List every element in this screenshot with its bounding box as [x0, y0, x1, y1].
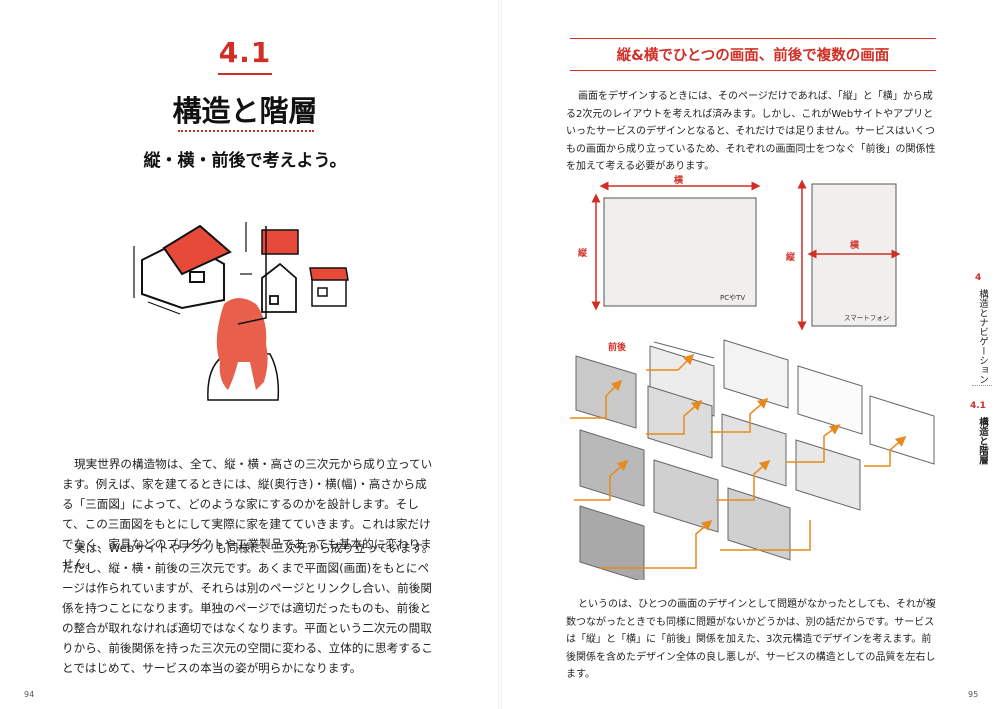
small-house-side-image: [309, 267, 349, 307]
pc-screen-frame: [603, 197, 757, 307]
heading-top-rule: [570, 38, 936, 39]
person-image: [207, 298, 280, 401]
roof-top-view-image: [261, 229, 299, 255]
screen-stack-grid: [575, 339, 935, 580]
tab-section-title: 構造と階層: [977, 417, 988, 465]
heading-bottom-rule: [570, 70, 936, 71]
page-number-right: 95: [968, 690, 979, 699]
tab-chapter-number: 4: [975, 273, 982, 283]
house-illustration: [133, 222, 349, 401]
small-house-front-image: [261, 262, 297, 313]
chapter-title: 構造と階層: [172, 94, 318, 128]
label-pc-tv: PCやTV: [720, 294, 745, 302]
chapter-side-tab: 4 構造とナビゲーション 4.1 構造と階層: [966, 265, 996, 465]
page-number-left: 94: [24, 690, 35, 699]
left-paragraph-1: 現実世界の構造物は、全て、縦・横・高さの三次元から成り立っています。例えば、家を…: [62, 457, 433, 571]
tab-section-number: 4.1: [970, 401, 986, 411]
title-dotted-rule: [178, 130, 314, 132]
phone-screen-frame: [811, 183, 897, 327]
label-horizontal: 横: [674, 174, 684, 186]
chapter-subtitle: 縦・横・前後で考えよう。: [143, 151, 347, 171]
label-phone-vertical: 縦: [786, 251, 796, 263]
label-smartphone: スマートフォン: [844, 314, 889, 322]
label-vertical: 縦: [578, 247, 588, 259]
tab-divider: [972, 385, 992, 386]
orange-flow-arrows: [570, 353, 907, 569]
right-heading: 縦&横でひとつの画面、前後で複数の画面: [616, 48, 890, 64]
page-gutter: [498, 0, 502, 709]
section-number: 4.1: [218, 36, 272, 69]
right-paragraph-2: というのは、ひとつの画面のデザインとして問題がなかったとしても、それが複数つなが…: [566, 599, 936, 680]
big-house-image: [141, 224, 232, 310]
section-number-underline: [218, 73, 272, 75]
label-phone-horizontal: 横: [850, 239, 860, 251]
screen-dimension-diagram: 横 縦 PCやTV 横 縦 スマートフォン 前後: [570, 174, 935, 580]
label-front-back: 前後: [608, 341, 627, 353]
right-paragraph-1: 画面をデザインするときには、そのページだけであれば、「縦」と「横」から成る2次元…: [566, 91, 936, 172]
tab-chapter-title: 構造とナビゲーション: [977, 289, 988, 384]
left-paragraph-2: 実は、Webサイトやアプリも同様に、三次元から成り立っています。ただし、縦・横・…: [62, 541, 434, 675]
